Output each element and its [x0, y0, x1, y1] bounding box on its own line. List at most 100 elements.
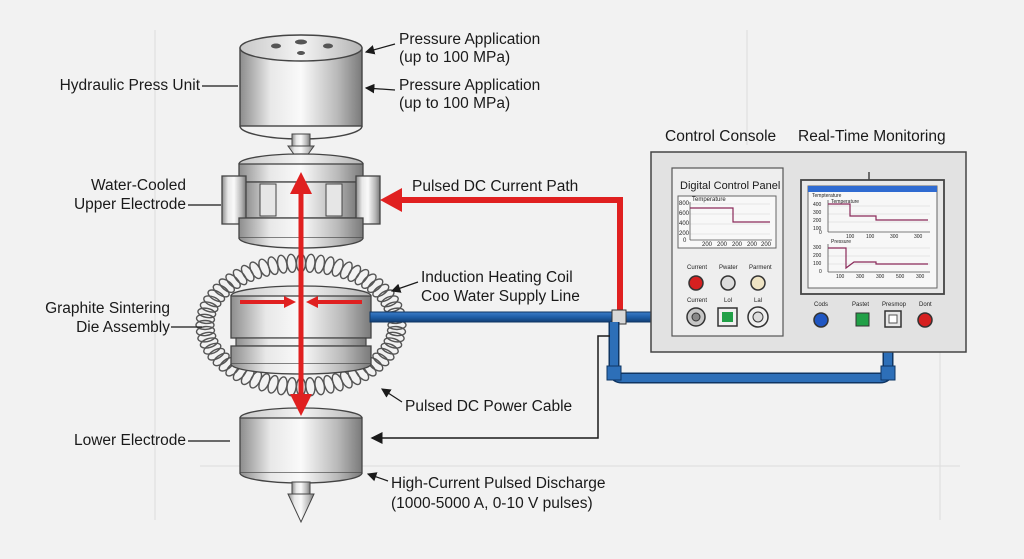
coil-loop: [195, 319, 215, 331]
coil-loop: [197, 307, 217, 319]
panel-xtick: 200: [717, 242, 728, 248]
knob-label-pwater: Pwater: [719, 265, 738, 271]
indicator-label-presmop: Presmop: [882, 302, 907, 308]
monitor-xtick: 100: [866, 234, 875, 240]
power-cable: [370, 335, 610, 444]
monitor-xtick: 300: [890, 234, 899, 240]
leader-lines: [171, 43, 419, 482]
monitor-header: Tempterature: [812, 193, 842, 199]
monitor-xtick: 300: [876, 274, 885, 280]
coil-loop: [212, 283, 230, 298]
coil-loop: [372, 283, 390, 298]
coil-loop: [218, 278, 236, 294]
coil-loop: [383, 337, 403, 349]
coil-loop: [383, 301, 403, 313]
panel-ytick: 800: [679, 201, 690, 207]
monitor-ytick: 100: [813, 261, 822, 267]
panel-ytick: 400: [679, 221, 690, 227]
panel-xtick: 200: [702, 242, 713, 248]
monitor-chart2-title: Pressure: [831, 239, 852, 245]
coil-loop: [199, 301, 219, 313]
label-real-time-monitoring: Real-Time Monitoring: [798, 128, 946, 145]
label-discharge-line1: High-Current Pulsed Discharge: [391, 475, 606, 492]
monitor-xtick: 100: [836, 274, 845, 280]
coil-loop: [232, 268, 248, 286]
panel-ytick: 200: [679, 231, 690, 237]
label-pressure-2-line1: Pressure Application: [399, 77, 541, 94]
monitor-ytick: 200: [813, 218, 822, 224]
monitor-xtick: 100: [846, 234, 855, 240]
label-discharge-line2: (1000-5000 A, 0-10 V pulses): [391, 495, 593, 512]
coil-loop: [361, 273, 377, 290]
coil-loop: [203, 295, 222, 308]
knob-label-current-2: Current: [687, 298, 708, 304]
monitor-ytick: 400: [813, 202, 822, 208]
label-control-console: Control Console: [665, 128, 777, 145]
coil-loop: [203, 342, 222, 355]
coil-loop: [240, 264, 255, 282]
panel-ytick: 0: [683, 238, 687, 244]
coil-loop: [195, 313, 216, 325]
label-power-cable: Pulsed DC Power Cable: [405, 398, 573, 415]
label-upper-electrode-line1: Water-Cooled: [90, 177, 186, 194]
knob-label-parment: Parment: [749, 265, 772, 271]
coil-loop: [197, 331, 217, 343]
panel-ytick: 600: [679, 211, 690, 217]
monitor-chart1-title: Temperature: [831, 199, 860, 205]
coil-loop: [286, 253, 297, 273]
label-pressure-1-line1: Pressure Application: [399, 31, 541, 48]
panel-xtick: 200: [747, 242, 758, 248]
coil-loop: [207, 289, 226, 303]
label-die-line1: Graphite Sintering: [45, 300, 170, 317]
label-hydraulic-press: Hydraulic Press Unit: [59, 77, 200, 94]
coil-loop: [225, 273, 241, 290]
coil-loop: [212, 352, 230, 367]
water-supply-line: [369, 308, 896, 384]
panel-chart-title: Temperature: [692, 197, 726, 203]
coil-loop: [380, 342, 399, 355]
coil-loop: [286, 377, 297, 397]
indicator-label-pastet: Pastet: [852, 302, 870, 308]
panel-xtick: 200: [732, 242, 743, 248]
control-console: [650, 151, 967, 353]
coil-loop: [199, 337, 219, 349]
vertical-current-arrow: [290, 172, 312, 416]
coil-loop: [376, 347, 395, 361]
monitor-xtick: 500: [896, 274, 905, 280]
label-lower-electrode: Lower Electrode: [73, 432, 186, 449]
coil-loop: [249, 261, 263, 280]
monitor-xtick: 300: [916, 274, 925, 280]
monitor-xtick: 300: [856, 274, 865, 280]
monitor-xtick: 300: [914, 234, 923, 240]
label-pressure-1-line2: (up to 100 MPa): [399, 49, 511, 66]
monitor-ytick: 0: [819, 269, 822, 275]
monitor-ytick: 100: [813, 226, 822, 232]
lower-electrode: [239, 407, 363, 524]
label-pressure-2-line2: (up to 100 MPa): [399, 95, 511, 112]
coil-loop: [195, 325, 216, 337]
hydraulic-press-unit: [239, 34, 363, 165]
monitor-ytick: 300: [813, 210, 822, 216]
upper-electrode: [221, 153, 381, 249]
knob-label-lal: Lal: [754, 298, 763, 304]
coil-loop: [386, 325, 407, 337]
knob-label-lol: Lol: [724, 298, 733, 304]
indicator-label-cods: Cods: [814, 302, 829, 308]
pulsed-current-path: [380, 188, 623, 318]
coil-loop: [339, 261, 353, 280]
panel-xtick: 200: [761, 242, 772, 248]
label-induction-coil: Induction Heating Coil: [421, 269, 573, 286]
monitor-ytick: 300: [813, 245, 822, 251]
indicator-label-dont: Dont: [919, 302, 932, 308]
coil-loop: [305, 377, 316, 397]
coil-loop: [305, 253, 316, 273]
label-upper-electrode-line2: Upper Electrode: [73, 196, 186, 213]
label-water-supply-line: Coo Water Supply Line: [421, 288, 580, 305]
coil-loop: [380, 295, 399, 308]
coil-loop: [354, 268, 370, 286]
label-die-line2: Die Assembly: [76, 319, 170, 336]
monitor-ytick: 0: [819, 230, 822, 236]
coil-loop: [372, 352, 390, 367]
